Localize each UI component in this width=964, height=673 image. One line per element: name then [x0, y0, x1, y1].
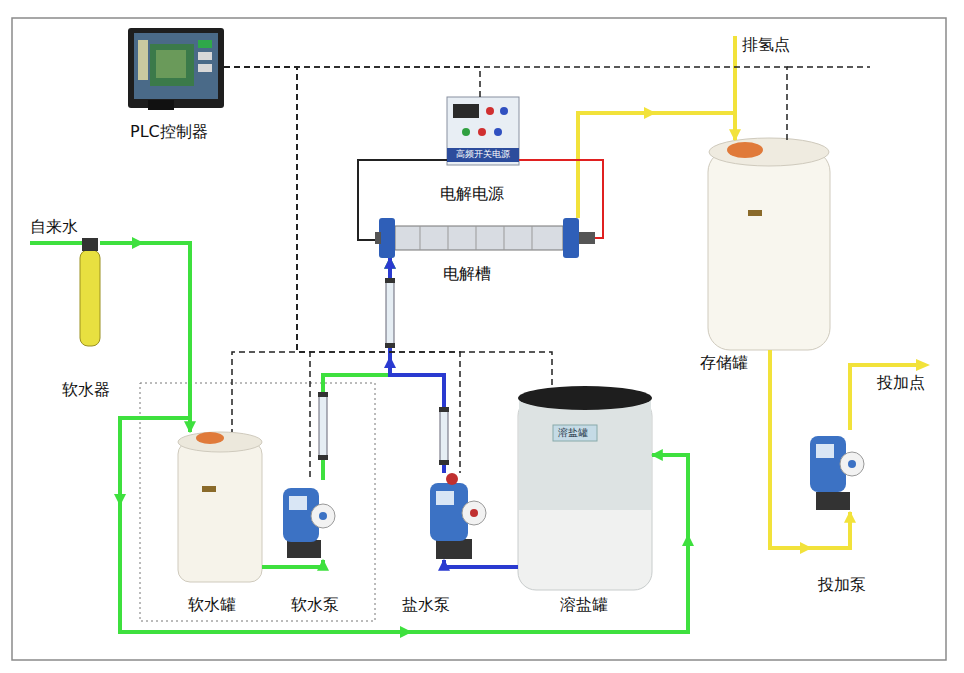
equipment-node: 软水器: [80, 238, 100, 346]
pipe-connector: [100, 243, 190, 432]
equipment-node: PLC控制器: [128, 28, 224, 108]
nameplate-text: 溶盐罐: [558, 427, 588, 439]
pipe-connector: [262, 560, 323, 567]
equipment-node: 盐水泵: [430, 473, 487, 560]
equipment-label: 电解电源: [440, 185, 504, 203]
pipe-connector: [444, 560, 518, 567]
equipment-node: 溶盐罐溶盐罐: [518, 388, 652, 590]
pipe-connector: [770, 350, 850, 548]
equipment-label: 软水器: [62, 381, 110, 399]
equipment-label: 电解槽: [443, 265, 491, 283]
control-signal-line: [224, 67, 787, 140]
control-signal-line: [224, 67, 297, 432]
equipment-label: 软水泵: [291, 596, 339, 614]
equipment-label: 盐水泵: [402, 596, 450, 614]
equipment-label: 溶盐罐: [560, 596, 608, 614]
equipment-node: 电解电源高频开关电源: [447, 97, 519, 165]
control-signal-line: [224, 67, 460, 473]
equipment-node: 投加泵: [810, 430, 865, 512]
nameplate-text: 高频开关电源: [456, 149, 510, 159]
point-label: 投加点: [877, 374, 925, 392]
control-signal-line: [224, 67, 552, 388]
pipe-connector: [358, 160, 447, 240]
control-signal-line: [224, 67, 480, 97]
equipment-node: 存储罐: [708, 140, 830, 350]
pipe-connector: [578, 113, 735, 218]
pipe-connector: [323, 258, 390, 480]
equipment-label: PLC控制器: [130, 123, 208, 141]
equipment-node: 软水泵: [283, 480, 335, 560]
equipment-label: 投加泵: [818, 576, 866, 594]
point-label: 自来水: [30, 218, 78, 236]
equipment-label: 存储罐: [700, 354, 748, 372]
pipe-connector: [390, 258, 444, 473]
equipment-node: 软水罐: [178, 432, 262, 582]
equipment-node: 电解槽: [375, 218, 595, 258]
equipment-label: 软水罐: [188, 596, 236, 614]
pipe-connector: [100, 243, 688, 632]
pipe-connector: [519, 160, 603, 238]
point-label: 排氢点: [742, 36, 790, 54]
